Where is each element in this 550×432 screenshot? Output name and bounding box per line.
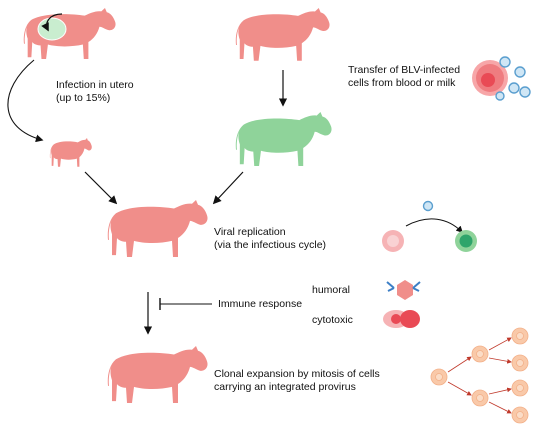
cytotoxic-label: cytotoxic [312,314,353,326]
calf-icon [49,138,92,167]
humoral-label: humoral [312,284,350,296]
infected-cow [235,112,332,166]
recipient-to-adult-arrow [212,171,244,205]
replication-label-line1: Viral replication [214,226,286,238]
immune-inhibition-line [159,298,212,310]
replication-cow [107,200,208,257]
transfer-label-line2: cells from blood or milk [348,76,456,89]
clonal-label-line1: Clonal expansion by mitosis of cells [214,368,380,380]
infection-label-line1: Infection in utero [56,79,134,91]
replication-label-line2: (via the infectious cycle) [214,238,327,251]
transfer-label-line1: Transfer of BLV-infected [348,64,461,76]
clonal-label-line2: carrying an integrated provirus [214,380,356,393]
cytotoxic-cell-icon [383,310,420,328]
antibody-icon [386,280,421,300]
clonal-expansion-label: Clonal expansion by mitosis of cells car… [214,368,380,393]
infection-label-line2: (up to 15%) [56,91,111,104]
clonal-cow [107,346,208,403]
calf-to-adult-arrow [84,171,118,205]
donor-cow [235,8,330,61]
clonal-expansion-tree [430,327,529,424]
infected-cell-icon [472,60,508,96]
virus-icon [495,56,531,101]
immune-response-label: Immune response [218,298,303,310]
replication-label: Viral replication (via the infectious cy… [214,226,326,251]
transfer-label: Transfer of BLV-infected cells from bloo… [348,64,460,89]
in-utero-arrow [7,59,44,143]
pregnant-cow [23,8,116,59]
infection-label: Infection in utero (up to 15%) [56,79,134,104]
virus-icon [422,200,434,212]
uterus-icon [37,17,67,41]
